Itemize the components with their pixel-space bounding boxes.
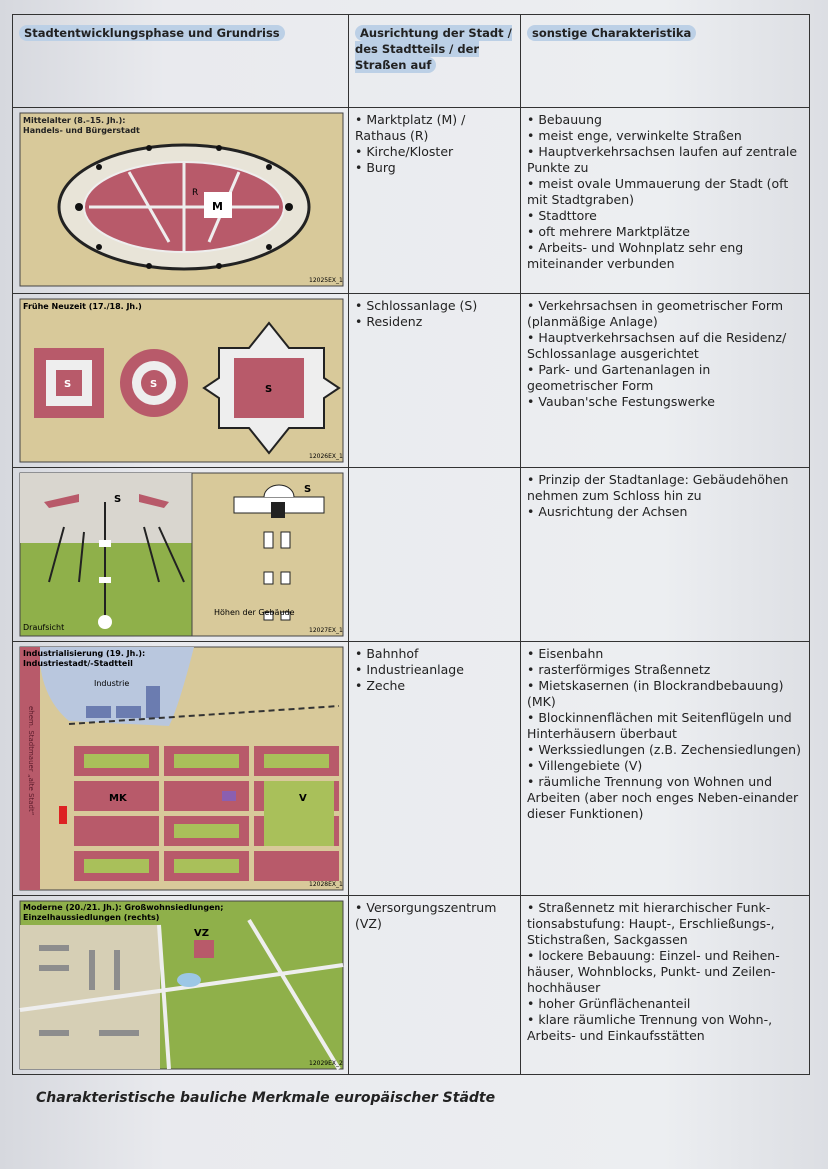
figure-title: Industrialisierung (19. Jh.): xyxy=(23,649,145,658)
label-mk: MK xyxy=(109,793,128,804)
characteristic-item: Werkssiedlungen (z.B. Zechensiedlungen) xyxy=(527,742,803,758)
orientation-cell: Bahnhof Industrieanlage Zeche xyxy=(348,641,521,896)
row-modern: VZ Moderne (20./21. Jh.): Großwohnsiedlu… xyxy=(12,895,810,1075)
label-vz: VZ xyxy=(194,928,209,939)
orientation-cell xyxy=(348,467,521,642)
table-caption: Charakteristische bauliche Merkmale euro… xyxy=(36,1090,496,1106)
figure-cell: Frühe Neuzeit (17./18. Jh.) S S S 12026E… xyxy=(12,293,349,468)
orientation-item: Marktplatz (M) / Rathaus (R) xyxy=(355,112,514,144)
figure-cell: ehem. Stadtmauer „alte Stadt“ Industrial… xyxy=(12,641,349,896)
label-top-view: Draufsicht xyxy=(23,623,64,632)
modern-town-plan: VZ Moderne (20./21. Jh.): Großwohnsiedlu… xyxy=(19,900,344,1070)
characteristic-item: Bebauung xyxy=(527,112,803,128)
characteristic-item: räumliche Trennung von Wohnen und Arbeit… xyxy=(527,774,803,822)
characteristics-cell: Bebauung meist enge, verwinkelte Straßen… xyxy=(520,107,810,294)
characteristic-item: Villengebiete (V) xyxy=(527,758,803,774)
orientation-item: Zeche xyxy=(355,678,514,694)
figure-cell: S Draufsicht S Höhen der Gebäude 12027EX… xyxy=(12,467,349,642)
figure-code: 12028EX_1 xyxy=(309,881,343,888)
figure-subtitle: Handels- und Bürgerstadt xyxy=(23,126,140,135)
figure-title: Moderne (20./21. Jh.): Großwohnsiedlunge… xyxy=(23,903,223,912)
row-early-modern: Frühe Neuzeit (17./18. Jh.) S S S 12026E… xyxy=(12,293,810,468)
figure-code: 12026EX_1 xyxy=(309,453,343,460)
figure-code: 12025EX_1 xyxy=(309,277,343,284)
baroque-town-plan: Frühe Neuzeit (17./18. Jh.) S S S 12026E… xyxy=(19,298,344,463)
characteristic-item: Ausrichtung der Achsen xyxy=(527,504,803,520)
characteristic-item: lockere Bebauung: Einzel- und Reihen-häu… xyxy=(527,948,803,996)
label-industry: Industrie xyxy=(94,679,129,688)
characteristics-cell: Verkehrsachsen in geometrischer Form (pl… xyxy=(520,293,810,468)
header-phase: Stadtentwicklungsphase und Grundriss xyxy=(12,14,349,108)
medieval-town-plan: Mittelalter (8.–15. Jh.): Handels- und B… xyxy=(19,112,344,287)
label-s: S xyxy=(265,384,272,395)
characteristics-cell: Prinzip der Stadtanlage: Gebäudehöhen ne… xyxy=(520,467,810,642)
header-row: Stadtentwicklungsphase und Grundriss Aus… xyxy=(12,14,810,108)
orientation-cell: Versorgungszentrum (VZ) xyxy=(348,895,521,1075)
orientation-cell: Schlossanlage (S) Residenz xyxy=(348,293,521,468)
characteristic-item: Mietskasernen (in Blockrandbebauung) (MK… xyxy=(527,678,803,710)
industrial-town-plan: ehem. Stadtmauer „alte Stadt“ Industrial… xyxy=(19,646,344,891)
characteristic-item: oft mehrere Marktplätze xyxy=(527,224,803,240)
label-s: S xyxy=(304,484,311,495)
orientation-item: Burg xyxy=(355,160,514,176)
characteristic-item: Blockinnenflächen mit Seitenflügeln und … xyxy=(527,710,803,742)
figure-title: Frühe Neuzeit (17./18. Jh.) xyxy=(23,302,142,311)
label-old-wall: ehem. Stadtmauer „alte Stadt“ xyxy=(27,706,35,815)
orientation-item: Schlossanlage (S) xyxy=(355,298,514,314)
label-heights: Höhen der Gebäude xyxy=(214,608,295,617)
characteristic-item: rasterförmiges Straßennetz xyxy=(527,662,803,678)
figure-code: 12027EX_1 xyxy=(309,627,343,634)
orientation-cell: Marktplatz (M) / Rathaus (R) Kirche/Klos… xyxy=(348,107,521,294)
characteristic-item: Prinzip der Stadtanlage: Gebäudehöhen ne… xyxy=(527,472,803,504)
characteristic-item: Park- und Gartenanlagen in geometrischer… xyxy=(527,362,803,394)
characteristic-item: meist ovale Ummauerung der Stadt (oft mi… xyxy=(527,176,803,208)
figure-cell: Mittelalter (8.–15. Jh.): Handels- und B… xyxy=(12,107,349,294)
figure-cell: VZ Moderne (20./21. Jh.): Großwohnsiedlu… xyxy=(12,895,349,1075)
orientation-item: Bahnhof xyxy=(355,646,514,662)
characteristic-item: Hauptverkehrsachsen auf die Residenz/ Sc… xyxy=(527,330,803,362)
orientation-item: Industrieanlage xyxy=(355,662,514,678)
characteristic-item: Arbeits- und Wohnplatz sehr eng miteinan… xyxy=(527,240,803,272)
orientation-item: Versorgungszentrum (VZ) xyxy=(355,900,514,932)
figure-subtitle: Industriestadt/-Stadtteil xyxy=(23,659,133,668)
orientation-item: Kirche/Kloster xyxy=(355,144,514,160)
characteristic-item: hoher Grünflächenanteil xyxy=(527,996,803,1012)
characteristic-item: Vauban'sche Festungswerke xyxy=(527,394,803,410)
label-s: S xyxy=(150,379,157,390)
characteristics-cell: Eisenbahn rasterförmiges Straßennetz Mie… xyxy=(520,641,810,896)
characteristic-item: Verkehrsachsen in geometrischer Form (pl… xyxy=(527,298,803,330)
characteristic-item: Eisenbahn xyxy=(527,646,803,662)
figure-code: 12029EX_2 xyxy=(309,1060,343,1067)
figure-title: Mittelalter (8.–15. Jh.): xyxy=(23,116,125,125)
characteristic-item: Straßennetz mit hierarchischer Funk-tion… xyxy=(527,900,803,948)
characteristic-item: Stadttore xyxy=(527,208,803,224)
row-middle-ages: Mittelalter (8.–15. Jh.): Handels- und B… xyxy=(12,107,810,294)
label-s: S xyxy=(114,494,121,505)
axis-principle-diagram: S Draufsicht S Höhen der Gebäude 12027EX… xyxy=(19,472,344,637)
orientation-item: Residenz xyxy=(355,314,514,330)
label-r: R xyxy=(192,188,198,198)
header-orientation: Ausrichtung der Stadt / des Stadtteils /… xyxy=(348,14,521,108)
label-s: S xyxy=(64,379,71,390)
label-m: M xyxy=(212,200,223,213)
label-v: V xyxy=(299,793,307,804)
figure-subtitle: Einzelhaussiedlungen (rechts) xyxy=(23,913,159,922)
row-industrialisation: ehem. Stadtmauer „alte Stadt“ Industrial… xyxy=(12,641,810,896)
characteristic-item: Hauptverkehrsachsen laufen auf zentrale … xyxy=(527,144,803,176)
characteristics-cell: Straßennetz mit hierarchischer Funk-tion… xyxy=(520,895,810,1075)
characteristic-item: klare räumliche Trennung von Wohn-, Arbe… xyxy=(527,1012,803,1044)
characteristic-item: meist enge, verwinkelte Straßen xyxy=(527,128,803,144)
header-characteristics: sonstige Charakteristika xyxy=(520,14,810,108)
city-development-table: Stadtentwicklungsphase und Grundriss Aus… xyxy=(12,14,810,1075)
row-principle: S Draufsicht S Höhen der Gebäude 12027EX… xyxy=(12,467,810,642)
